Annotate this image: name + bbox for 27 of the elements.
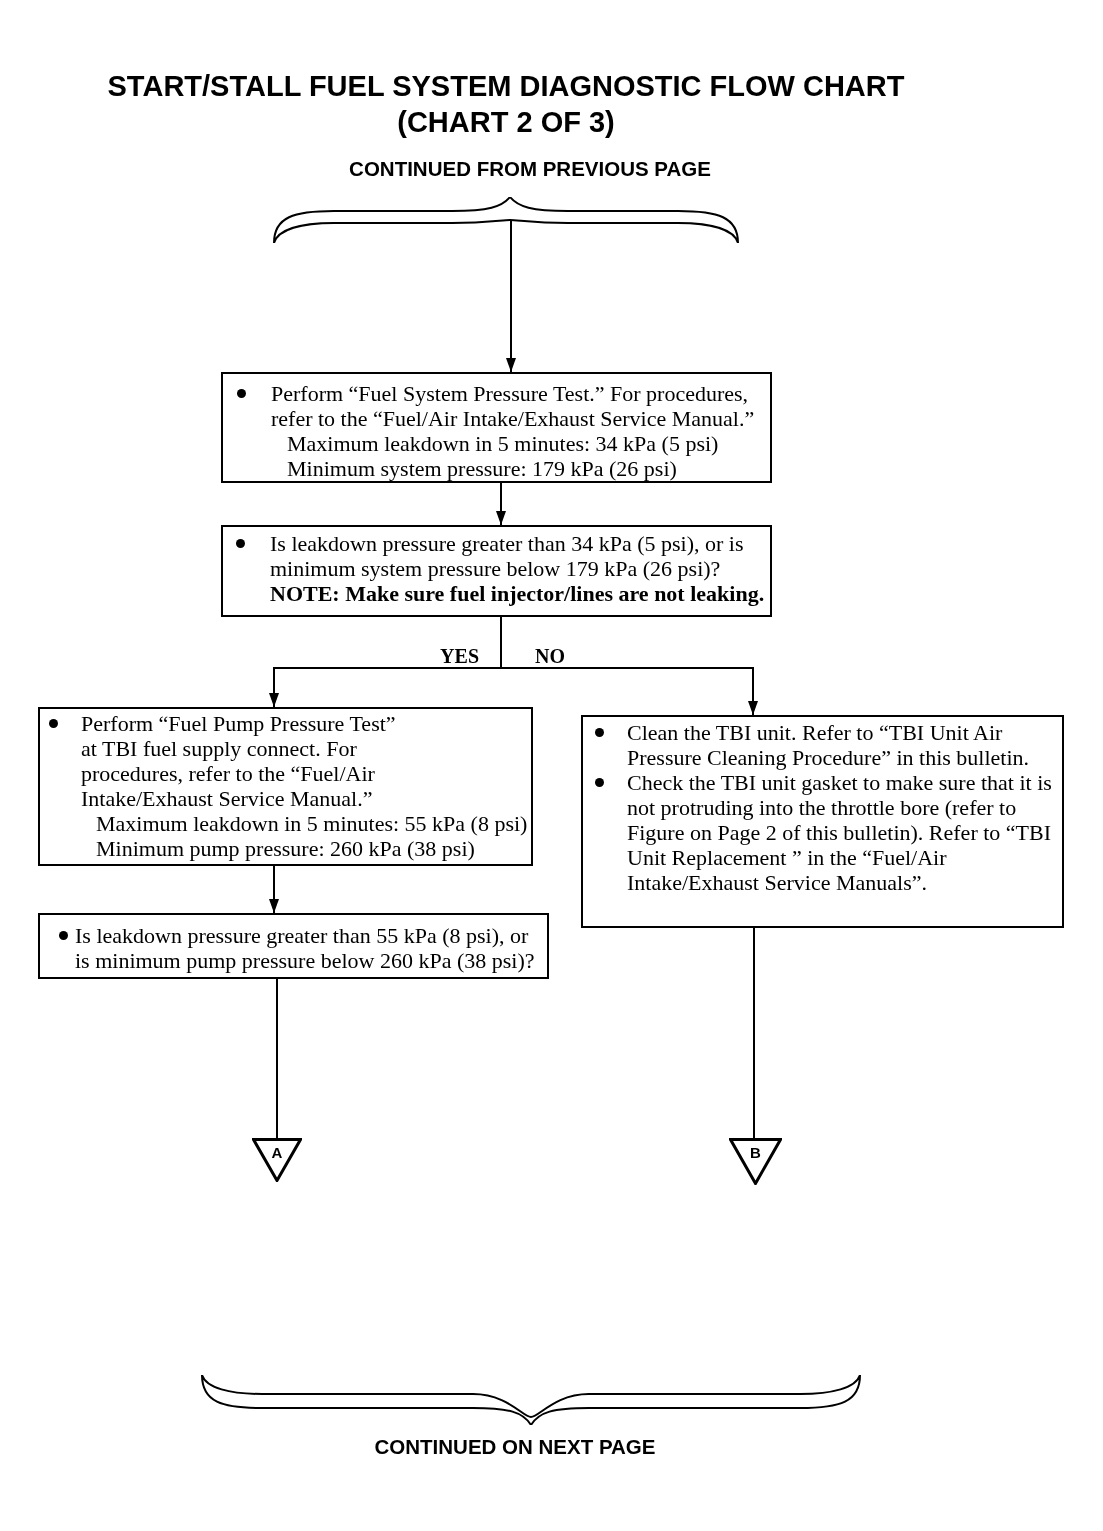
connector-line <box>753 927 755 1139</box>
continuation-note: CONTINUED ON NEXT PAGE <box>374 1435 656 1459</box>
connector-letter: B <box>750 1144 761 1161</box>
process-box <box>38 707 533 866</box>
continuation-note: CONTINUED FROM PREVIOUS PAGE <box>349 157 711 181</box>
step-text: Perform “Fuel System Pressure Test.” For procedures, refer to the “Fuel/Air Intake/Exhaust Service Manual.” <box>271 381 756 431</box>
question-box <box>38 913 549 979</box>
spec-text: Minimum system pressure: 179 kPa (26 psi) <box>287 456 677 481</box>
spec-text: Maximum leakdown in 5 minutes: 34 kPa (5 psi) <box>287 431 719 456</box>
flow-arrow <box>269 865 279 914</box>
spec-text: Minimum pump pressure: 260 kPa (38 psi) <box>96 836 475 861</box>
process-box <box>221 372 772 483</box>
step-text: Clean the TBI unit. Refer to “TBI Unit Air Pressure Cleaning Procedure” in this bulletin. <box>627 720 1031 770</box>
spec-text: Maximum leakdown in 5 minutes: 55 kPa (8 psi) <box>96 811 528 836</box>
connector-letter: A <box>271 1144 283 1161</box>
connector-line <box>276 978 278 1139</box>
flow-arrow <box>500 616 758 716</box>
question-text: Is leakdown pressure greater than 34 kPa (5 psi), or is minimum system pressure below 179 kPa (26 psi)? <box>270 531 745 581</box>
flow-arrow <box>506 219 516 373</box>
step-text: Perform “Fuel Pump Pressure Test” at TBI fuel supply connect. For procedures, refer to the “Fuel/Air Intake/Exhaust Service Manual.” <box>81 711 397 811</box>
chart-title: START/STALL FUEL SYSTEM DIAGNOSTIC FLOW CHART (CHART 2 OF 3) <box>106 69 906 140</box>
note-text: NOTE: Make sure fuel injector/lines are not leaking. <box>270 581 765 606</box>
question-text: Is leakdown pressure greater than 55 kPa (8 psi), or is minimum pump pressure below 260 kPa (38 psi)? <box>75 923 536 973</box>
step-text: Check the TBI unit gasket to make sure that it is not protruding into the throttle bore (refer to Figure on Page 2 of this bulletin). Refer to “TBI Unit Replacement ” in the “Fuel/Air Intake/Exhaust Service Manuals”. <box>627 770 1052 895</box>
process-box <box>581 715 1064 928</box>
question-box <box>221 525 772 617</box>
flow-arrow <box>496 482 506 526</box>
